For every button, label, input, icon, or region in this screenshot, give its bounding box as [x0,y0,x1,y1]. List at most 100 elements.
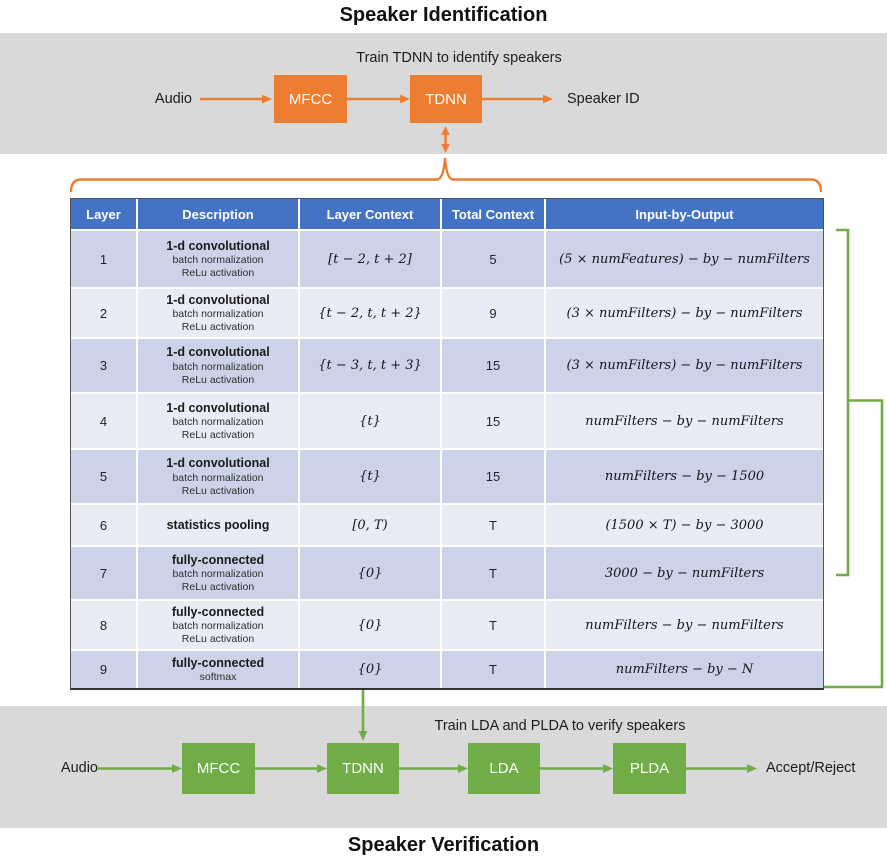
total-context-cell: 9 [442,289,546,337]
desc-line: ReLu activation [181,484,255,497]
table-row: 7 fully-connected batch normalization Re… [71,547,823,601]
desc-line: batch normalization [172,416,264,428]
desc-line: statistics pooling [166,517,270,532]
desc-line: ReLu activation [181,429,255,442]
verif-plda-label: PLDA [629,760,670,777]
io-cell: (5 × numFeatures) − by − numFilters [559,251,810,267]
layer-context-cell: {0} [300,601,442,649]
description-cell: 1-d convolutional batch normalization Re… [138,289,300,337]
table-row: 6 statistics pooling [0, T) T (1500 × T)… [71,505,823,547]
layer-context-cell: {t − 2, t, t + 2} [300,289,442,337]
total-context-cell: T [442,651,546,688]
layer-context-cell: {0} [300,651,442,688]
table-row: 2 1-d convolutional batch normalization … [71,289,823,339]
layer-context-cell: {t − 3, t, t + 3} [300,339,442,392]
layer-cell: 3 [71,339,138,392]
desc-line: 1-d convolutional [166,238,270,253]
desc-line: batch normalization [172,360,264,373]
layer-cell: 8 [71,601,138,649]
table-header-row: Layer Description Layer Context Total Co… [71,199,823,231]
desc-line: softmax [199,671,237,684]
desc-line: batch normalization [172,308,264,320]
id-mfcc-label: MFCC [288,90,333,108]
io-cell: numFilters − by − numFilters [585,617,784,633]
layer-cell: 9 [71,651,138,688]
desc-line: ReLu activation [181,321,255,334]
verif-mfcc-block: MFCC [182,743,255,794]
header-layer-context: Layer Context [300,199,442,229]
verif-mfcc-label: MFCC [196,760,241,777]
layer-context-cell: {t} [300,450,442,503]
desc-line: batch normalization [172,471,264,484]
description-cell: fully-connected softmax [138,651,300,688]
desc-line: fully-connected [171,604,265,619]
total-context-cell: T [442,601,546,649]
desc-line: 1-d convolutional [166,400,270,415]
table-row: 3 1-d convolutional batch normalization … [71,339,823,394]
table-row: 1 1-d convolutional batch normalization … [71,231,823,289]
io-cell: (3 × numFilters) − by − numFilters [566,358,803,373]
total-context-cell: T [442,505,546,545]
bracket-line [836,228,850,577]
total-context-cell: 15 [442,339,546,392]
layer-cell: 4 [71,394,138,448]
total-context-cell: 15 [442,450,546,503]
layer-context-cell: [t − 2, t + 2] [300,231,442,287]
header-input-by-output: Input-by-Output [635,206,734,222]
io-cell: numFilters − by − numFilters [585,413,784,429]
verif-tdnn-block: TDNN [327,743,399,794]
layer-cell: 7 [71,547,138,599]
page-title-identification: Speaker Identification [339,4,548,26]
desc-line: 1-d convolutional [166,456,270,471]
verif-lda-block: LDA [468,743,540,794]
layer-cell: 6 [71,505,138,545]
verif-tdnn-label: TDNN [342,760,384,777]
desc-line: ReLu activation [181,267,255,280]
total-context-cell: 15 [442,394,546,448]
id-tdnn-block: TDNN [410,75,482,123]
id-output-label: Speaker ID [567,91,640,107]
header-description: Description [138,199,300,229]
layer-context-cell: {t} [300,394,442,448]
verif-output-label: Accept/Reject [766,760,856,776]
layer-context-cell: [0, T) [300,505,442,545]
table-row: 4 1-d convolutional batch normalization … [71,394,823,450]
table-row: 8 fully-connected batch normalization Re… [71,601,823,651]
description-cell: fully-connected batch normalization ReLu… [138,547,300,599]
io-cell: 3000 − by − numFilters [604,565,765,581]
header-layer: Layer [71,199,138,229]
desc-line: batch normalization [172,568,264,580]
desc-line: ReLu activation [181,633,255,646]
desc-line: ReLu activation [181,581,255,594]
tdnn-layer-table: Layer Description Layer Context Total Co… [70,198,824,690]
desc-line: 1-d convolutional [166,345,270,360]
verif-lda-label: LDA [489,760,519,777]
layer-cell: 5 [71,450,138,503]
id-tdnn-label: TDNN [425,90,467,108]
io-cell: (1500 × T) − by − 3000 [605,517,764,533]
desc-line: batch normalization [172,254,264,266]
id-caption: Train TDNN to identify speakers [356,50,562,66]
io-cell: (3 × numFilters) − by − numFilters [566,305,803,321]
total-context-cell: T [442,547,546,599]
verif-input-label: Audio [60,760,98,776]
layer-cell: 1 [71,231,138,287]
layer-cell: 2 [71,289,138,337]
description-cell: fully-connected batch normalization ReLu… [138,601,300,649]
description-cell: statistics pooling [138,505,300,545]
desc-line: fully-connected [171,552,265,567]
desc-line: ReLu activation [181,373,255,386]
desc-line: fully-connected [171,655,265,670]
total-context-cell: 5 [442,231,546,287]
id-input-label: Audio [154,91,192,107]
verif-caption: Train LDA and PLDA to verify speakers [434,718,686,734]
desc-line: batch normalization [172,620,264,632]
description-cell: 1-d convolutional batch normalization Re… [138,394,300,448]
verif-plda-block: PLDA [613,743,686,794]
description-cell: 1-d convolutional batch normalization Re… [138,450,300,503]
description-cell: 1-d convolutional batch normalization Re… [138,339,300,392]
page-title-verification: Speaker Verification [347,834,540,856]
table-row: 5 1-d convolutional batch normalization … [71,450,823,505]
desc-line: 1-d convolutional [166,292,270,307]
